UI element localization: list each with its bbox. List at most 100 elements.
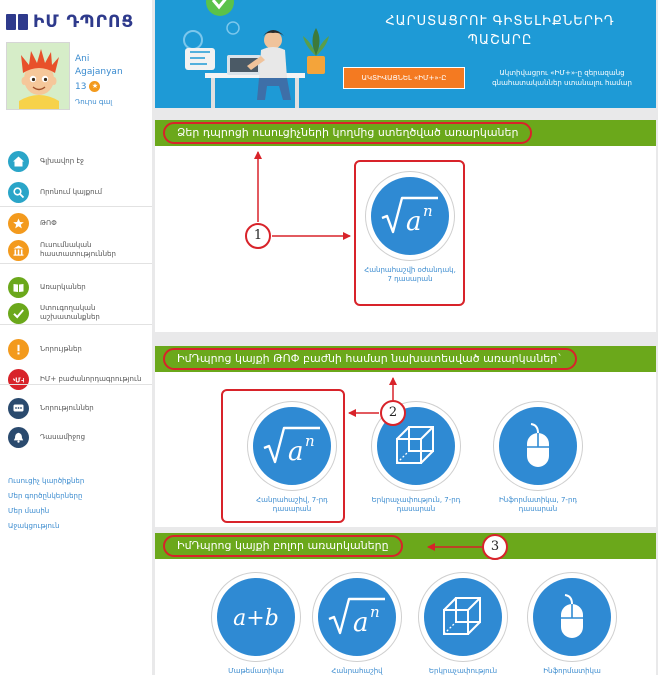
sidebar-item-label: Նորույթներ	[40, 344, 82, 353]
sidebar-item-search[interactable]: Որոնում կայքում	[0, 177, 152, 207]
section-title: ԻմԴպրոց կայքի ԹՈՓ բաժնի համար նախատեսված…	[163, 348, 577, 370]
svg-text:n: n	[423, 202, 433, 220]
exclamation-icon	[8, 338, 29, 360]
footer-link-testimonials[interactable]: Ուսուցիչ կարծիքներ	[8, 477, 85, 485]
svg-text:a: a	[353, 608, 369, 638]
subject-label[interactable]: Հանրահաշվի օժանդակ, 7 դասարան	[364, 266, 456, 283]
svg-text:a+b: a+b	[233, 606, 279, 631]
check-icon	[8, 302, 29, 324]
sidebar: ԻՄ ԴՊՐՈՑ Ani Agajanyan 13 ★ Դուրս գալ Գլ…	[0, 0, 152, 675]
subject-label[interactable]: Հանրահաշիվ	[331, 667, 383, 675]
callout-2: 2	[380, 400, 406, 426]
section-header: ԻմԴպրոց կայքի ԹՈՓ բաժնի համար նախատեսված…	[155, 346, 656, 372]
sidebar-item-check[interactable]: Ստուգողական աշխատանքներ	[0, 298, 152, 328]
sidebar-item-label: ԹՈՓ	[40, 218, 57, 227]
callout-1: 1	[245, 223, 271, 249]
sidebar-item-exclamation[interactable]: Նորույթներ	[0, 334, 152, 364]
sidebar-footer-links: Ուսուցիչ կարծիքներ Մեր գործընկերները Մեր…	[8, 474, 84, 534]
section-header: Ձեր դպրոցի ուսուցիչների կողմից ստեղծված …	[155, 120, 656, 146]
points-value: 13	[75, 81, 87, 92]
subject-label[interactable]: Երկրաչափություն	[428, 667, 498, 675]
subject-circle[interactable]	[419, 573, 507, 661]
logout-link[interactable]: Դուրս գալ	[75, 98, 113, 106]
section-all-subjects: ԻմԴպրոց կայքի բոլոր առարկաները a+b Մաթեմ…	[155, 533, 656, 675]
sidebar-item-label: Գլխավոր էջ	[40, 156, 84, 165]
footer-link-about[interactable]: Մեր մասին	[8, 507, 50, 515]
bell-icon	[8, 426, 29, 448]
subject-circle[interactable]	[528, 573, 616, 661]
subject-circle[interactable]: a+b	[212, 573, 300, 661]
user-first-name[interactable]: Ani	[75, 54, 90, 64]
banner-promo-text: Ակտիվացրու «ԻՄ+»-ը զերազանց գնահատականնե…	[492, 69, 632, 87]
svg-text:a: a	[288, 437, 304, 467]
activate-im-plus-button[interactable]: ԱԿՏԻՎԱՑՆԵԼ «ԻՄ+»-Ը	[343, 67, 465, 89]
subject-label[interactable]: Ինֆորմատիկա	[543, 667, 601, 675]
subject-card-mathematics[interactable]: a+b Մաթեմատիկա	[209, 573, 303, 675]
subject-label[interactable]: Երկրաչափություն, 7-րդ դասարան	[371, 496, 461, 513]
menu-divider	[0, 263, 152, 264]
footer-link-partners[interactable]: Մեր գործընկերները	[8, 492, 83, 500]
sidebar-item-chat[interactable]: Նորություններ	[0, 393, 152, 423]
section-title: Ձեր դպրոցի ուսուցիչների կողմից ստեղծված …	[163, 122, 533, 144]
svg-text:n: n	[305, 432, 315, 450]
section-title: ԻմԴպրոց կայքի բոլոր առարկաները	[163, 535, 403, 557]
cube-icon	[443, 597, 481, 635]
subject-circle[interactable]	[494, 402, 582, 490]
annotation-highlight-box	[354, 160, 465, 306]
avatar[interactable]	[6, 42, 70, 110]
section-school-subjects: Ձեր դպրոցի ուսուցիչների կողմից ստեղծված …	[155, 120, 656, 332]
promo-banner: ՀԱՐՍՏԱՑՐՈՒ ԳԻՏԵԼԻՔՆԵՐԻԴ ՊԱՇԱՐԸ ԱԿՏԻՎԱՑՆԵ…	[155, 0, 656, 108]
search-icon	[8, 181, 29, 203]
sidebar-item-label: Դասամիջոց	[40, 432, 86, 441]
section-header: ԻմԴպրոց կայքի բոլոր առարկաները	[155, 533, 656, 559]
user-last-name[interactable]: Agajanyan	[75, 67, 123, 77]
student-illustration	[183, 0, 329, 108]
sidebar-item-building[interactable]: Ուսումնական հաստատություններ	[0, 235, 152, 265]
section-top-subjects: ԻմԴպրոց կայքի ԹՈՓ բաժնի համար նախատեսված…	[155, 346, 656, 527]
subject-label[interactable]: Ինֆորմատիկա, 7-րդ դասարան	[498, 496, 578, 513]
subject-card-informatics[interactable]: Ինֆորմատիկա	[525, 573, 619, 675]
callout-3: 3	[482, 534, 508, 560]
book-logo-icon	[6, 13, 28, 31]
menu-divider	[0, 324, 152, 325]
user-profile: Ani Agajanyan 13 ★ Դուրս գալ	[6, 42, 146, 117]
sidebar-item-label: Որոնում կայքում	[40, 187, 103, 196]
chat-icon	[8, 397, 29, 419]
svg-text:n: n	[370, 603, 380, 621]
subject-label[interactable]: Մաթեմատիկա	[228, 667, 284, 675]
site-logo[interactable]: ԻՄ ԴՊՐՈՑ	[6, 8, 134, 36]
sidebar-item-star[interactable]: ԹՈՓ	[0, 208, 152, 238]
subject-label[interactable]: Հանրահաշիվ, 7-րդ դասարան	[256, 496, 328, 513]
subject-card-geometry-7[interactable]: Երկրաչափություն, 7-րդ դասարան	[364, 402, 468, 514]
sidebar-item-home[interactable]: Գլխավոր էջ	[0, 146, 152, 176]
book-icon	[8, 276, 29, 298]
menu-divider	[0, 384, 152, 385]
subject-card-informatics-7[interactable]: Ինֆորմատիկա, 7-րդ դասարան	[486, 402, 590, 514]
subject-card-geometry[interactable]: Երկրաչափություն	[411, 573, 515, 675]
home-icon	[8, 150, 29, 172]
mouse-icon	[527, 423, 549, 467]
footer-link-support[interactable]: Աջակցություն	[8, 522, 60, 530]
sidebar-item-bell[interactable]: Դասամիջոց	[0, 422, 152, 452]
svg-text:ԻՄ+: ԻՄ+	[13, 376, 24, 384]
sidebar-item-im-plus[interactable]: ԻՄ+ԻՄ+ բաժանորդագրություն	[0, 364, 152, 394]
menu-divider	[0, 206, 152, 207]
mouse-icon	[561, 594, 583, 638]
sidebar-item-book[interactable]: Առարկաներ	[0, 272, 152, 302]
annotation-highlight-box	[221, 389, 345, 523]
sidebar-item-label: Նորություններ	[40, 403, 94, 412]
star-icon	[8, 212, 29, 234]
star-badge-icon: ★	[89, 81, 101, 92]
sidebar-item-label: Ուսումնական հաստատություններ	[40, 241, 116, 258]
building-icon	[8, 239, 29, 261]
logo-text: ԻՄ ԴՊՐՈՑ	[33, 12, 135, 32]
im-plus-icon: ԻՄ+	[8, 368, 29, 390]
